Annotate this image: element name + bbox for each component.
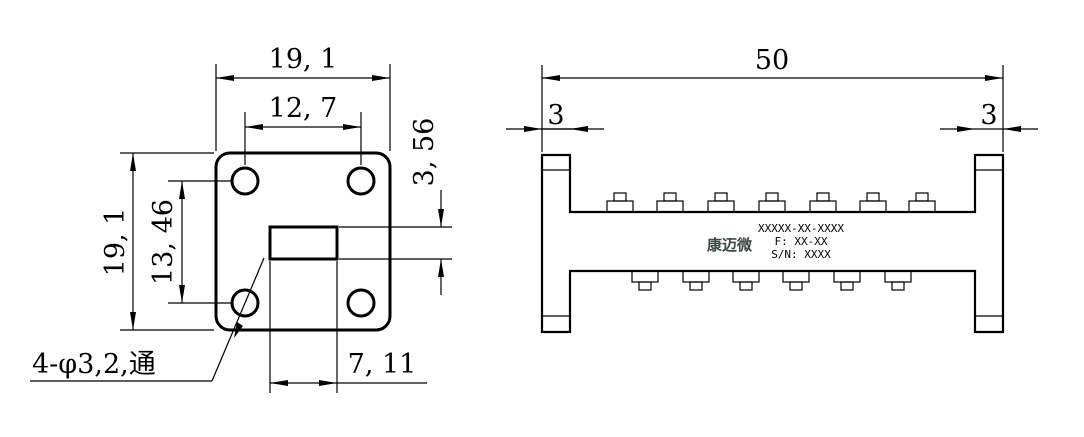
mounting-hole-top-right — [346, 166, 376, 196]
hole-callout-label: 4-φ3,2,通 — [32, 349, 156, 380]
top-tuning-screws — [606, 192, 936, 213]
bottom-tuning-screws — [631, 270, 912, 291]
frequency-label: F: XX-XX — [775, 235, 828, 248]
hole-vertical-spacing-dimension-label: 13, 46 — [148, 199, 179, 285]
mounting-hole-top-left — [230, 166, 260, 196]
right-flange-dimension-label: 3 — [980, 100, 997, 131]
side-view: 康迈微 XXXXX-XX-XXXX F: XX-XX S/N: XXXX 50 … — [506, 45, 1038, 334]
width-dimension-label: 19, 1 — [269, 44, 338, 75]
part-number-label: XXXXX-XX-XXXX — [758, 222, 844, 235]
length-dimension-label: 50 — [755, 45, 789, 76]
height-dimension-label: 19, 1 — [100, 208, 131, 277]
waveguide-aperture — [268, 225, 339, 261]
hole-spacing-dimension-label: 12, 7 — [269, 93, 338, 124]
mounting-hole-bottom-right — [346, 288, 376, 318]
left-flange-dimension-label: 3 — [547, 100, 564, 131]
flange-outline — [214, 151, 392, 332]
front-view: 19, 1 12, 7 19, 1 13, 46 3, 56 — [30, 44, 452, 393]
serial-number-label: S/N: XXXX — [771, 248, 831, 261]
aperture-height-dimension-label: 3, 56 — [409, 118, 440, 187]
aperture-width-dimension-label: 7, 11 — [348, 349, 417, 380]
brand-label: 康迈微 — [707, 236, 753, 254]
waveguide-body-outline — [540, 153, 1005, 334]
hole-callout-leader — [211, 257, 265, 382]
